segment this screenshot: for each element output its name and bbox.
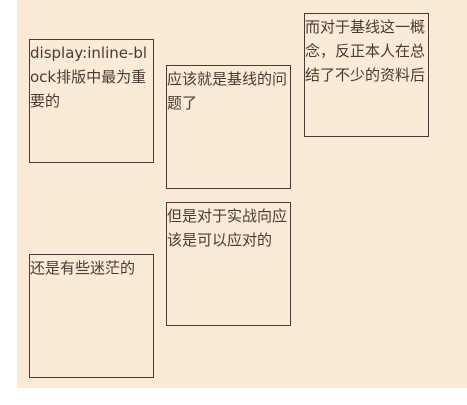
inline-block-box-4: 还是有些迷茫的 [29,254,154,378]
inline-block-box-5: 但是对于实战向应该是可以应对的 [166,202,291,326]
inline-block-box-3: 而对于基线这一概念，反正本人在总结了不少的资料后 [304,13,429,137]
inline-block-box-2: 应该就是基线的问题了 [166,65,291,189]
demo-canvas: display:inline-block排版中最为重要的 应该就是基线的问题了 … [17,0,467,388]
inline-block-box-1: display:inline-block排版中最为重要的 [29,39,154,163]
